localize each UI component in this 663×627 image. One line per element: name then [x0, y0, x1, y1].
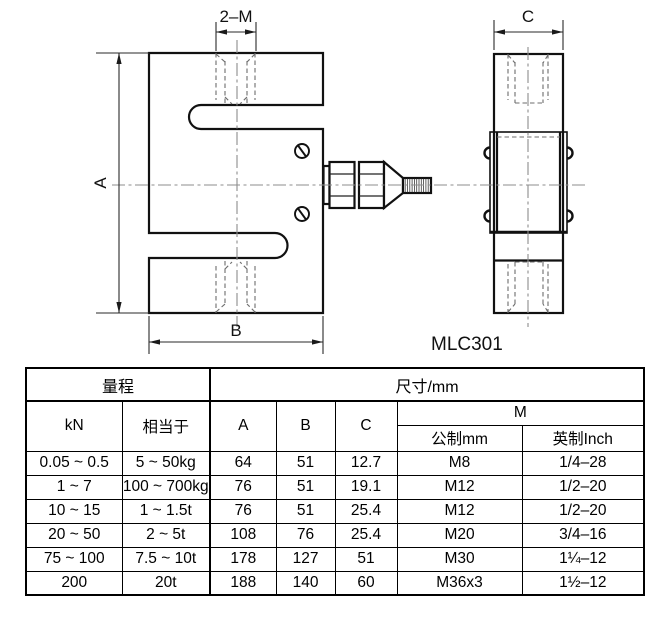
model-number-label: MLC301: [431, 334, 503, 355]
spec-cell: 200: [25, 570, 123, 596]
header-metric: 公制mm: [396, 424, 523, 452]
header-kn: kN: [25, 400, 123, 452]
spec-cell: 2 ~ 5t: [121, 522, 212, 548]
spec-row: 20 ~ 50 2 ~ 5t 108 76 25.4 M20 3/4–16: [25, 522, 645, 548]
spec-cell: 76: [209, 474, 277, 500]
cover-screw-top: [294, 143, 310, 159]
header-row-1: 量程 尺寸/mm: [25, 367, 645, 402]
dimension-C: C: [493, 7, 564, 50]
spec-cell: 51: [275, 450, 336, 476]
spec-row: 1 ~ 7 100 ~ 700kg 76 51 19.1 M12 1/2–20: [25, 474, 645, 500]
spec-cell: M20: [396, 522, 523, 548]
spec-cell: 1 ~ 7: [25, 474, 123, 500]
side-body: [492, 52, 565, 315]
spec-cell: M30: [396, 546, 523, 572]
spec-cell: 5 ~ 50kg: [121, 450, 212, 476]
load-cell-technical-drawing: 2–M A B C MLC301: [91, 7, 588, 355]
spec-row: 200 20t 188 140 60 M36x3 1½–12: [25, 570, 645, 596]
spec-cell: 178: [209, 546, 277, 572]
spec-cell: 51: [334, 546, 398, 572]
spec-cell: M36x3: [396, 570, 523, 596]
header-m: M: [396, 400, 645, 426]
header-row-2: kN 相当于 A B C M: [25, 400, 645, 452]
spec-cell: 20t: [121, 570, 212, 596]
header-imperial: 英制Inch: [521, 424, 645, 452]
spec-cell: M12: [396, 498, 523, 524]
spec-cell: 25.4: [334, 522, 398, 548]
header-row-3: 公制mm 英制Inch: [26, 424, 645, 452]
spec-cell: 3/4–16: [521, 522, 645, 548]
spec-cell: 140: [275, 570, 336, 596]
dim-label-B: B: [230, 321, 241, 340]
dim-label-A: A: [91, 177, 110, 189]
spec-cell: 108: [209, 522, 277, 548]
cover-screw-bottom: [294, 206, 310, 222]
spec-cell: 10 ~ 15: [25, 498, 123, 524]
front-bottom-thread-hole: [215, 261, 256, 313]
spec-row: 75 ~ 100 7.5 ~ 10t 178 127 51 M30 1¼–12: [25, 546, 645, 572]
spec-cell: 60: [334, 570, 398, 596]
header-equivalent: 相当于: [121, 400, 212, 452]
dimension-spec-table: 量程 尺寸/mm kN 相当于 A B C M 公制mm 英制Inch 0.05…: [25, 367, 646, 596]
front-top-thread-hole: [215, 53, 256, 105]
spec-cell: 127: [275, 546, 336, 572]
header-a: A: [209, 400, 277, 452]
dimension-2M: 2–M: [215, 7, 257, 51]
s-body-outline: [147, 51, 325, 315]
side-screw-ears: [483, 146, 574, 223]
spec-cell: 1 ~ 1.5t: [121, 498, 212, 524]
spec-cell: 7.5 ~ 10t: [121, 546, 212, 572]
spec-cell: M12: [396, 474, 523, 500]
center-lines: [112, 40, 588, 327]
dim-label-C: C: [522, 7, 534, 26]
side-top-thread-hole: [507, 54, 549, 104]
spec-cell: 76: [209, 498, 277, 524]
header-b: B: [275, 400, 336, 452]
spec-cell: 0.05 ~ 0.5: [25, 450, 123, 476]
spec-cell: 1/2–20: [521, 498, 645, 524]
header-dimensions: 尺寸/mm: [209, 367, 645, 402]
front-view: [147, 51, 433, 315]
spec-cell: 1/4–28: [521, 450, 645, 476]
spec-cell: 51: [275, 498, 336, 524]
spec-cell: 1½–12: [521, 570, 645, 596]
spec-cell: 76: [275, 522, 336, 548]
spec-cell: 1/2–20: [521, 474, 645, 500]
header-c: C: [334, 400, 398, 452]
spec-cell: M8: [396, 450, 523, 476]
spec-row: 10 ~ 15 1 ~ 1.5t 76 51 25.4 M12 1/2–20: [25, 498, 645, 524]
dim-label-2M: 2–M: [219, 7, 252, 26]
spec-cell: 75 ~ 100: [25, 546, 123, 572]
spec-cell: 1¼–12: [521, 546, 645, 572]
dimension-A: A: [91, 52, 149, 314]
spec-cell: 188: [209, 570, 277, 596]
spec-row: 0.05 ~ 0.5 5 ~ 50kg 64 51 12.7 M8 1/4–28: [25, 450, 645, 476]
side-bottom-thread-hole: [507, 261, 549, 313]
dimension-B: B: [148, 316, 324, 354]
header-range: 量程: [25, 367, 212, 402]
spec-cell: 12.7: [334, 450, 398, 476]
spec-cell: 100 ~ 700kg: [121, 474, 212, 500]
side-view: [483, 52, 574, 315]
spec-cell: 64: [209, 450, 277, 476]
spec-cell: 19.1: [334, 474, 398, 500]
spec-cell: 51: [275, 474, 336, 500]
spec-cell: 25.4: [334, 498, 398, 524]
spec-cell: 20 ~ 50: [25, 522, 123, 548]
